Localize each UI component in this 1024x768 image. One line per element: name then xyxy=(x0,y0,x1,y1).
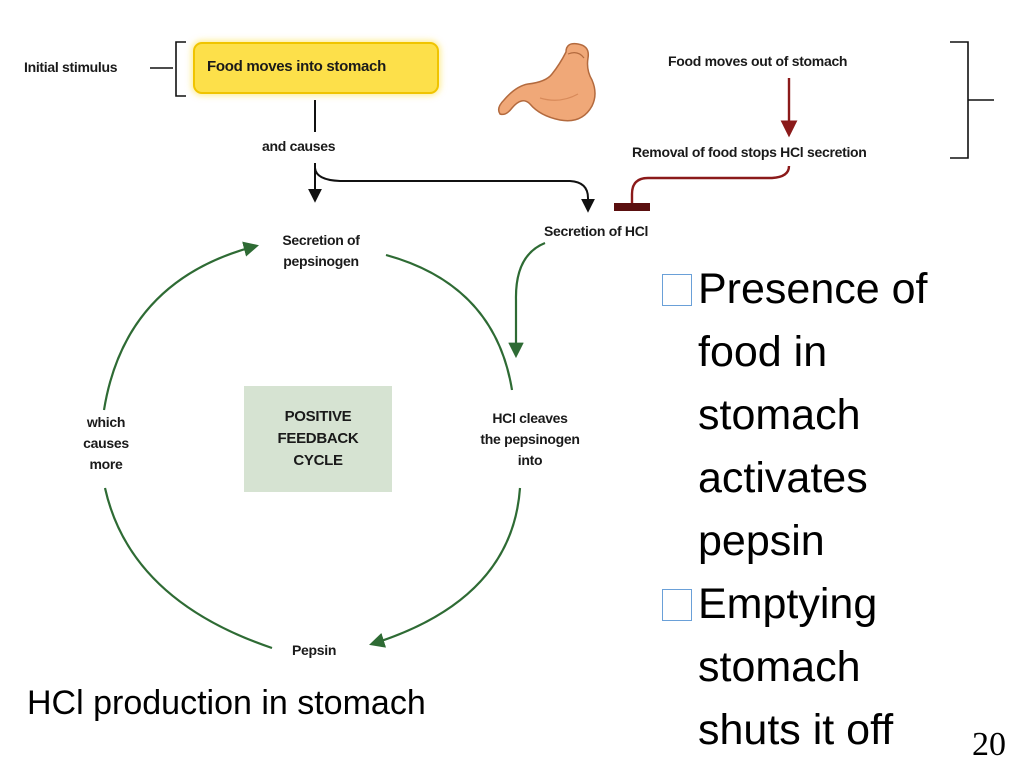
feedback-cycle-arrows xyxy=(102,241,546,650)
stimulus-flow xyxy=(308,100,595,213)
stimulus-box xyxy=(193,42,439,94)
stimulus-label: Food moves into stomach xyxy=(207,58,386,75)
and-causes-label: and causes xyxy=(262,138,336,154)
bullet-item: Presence of food in stomach activates pe… xyxy=(660,258,990,573)
secretion-pepsinogen-label: Secretion of pepsinogen xyxy=(282,232,360,269)
bullet-box-icon xyxy=(662,274,692,306)
bullet-item: Emptying stomach shuts it off xyxy=(660,573,990,762)
pepsin-label: Pepsin xyxy=(292,642,337,658)
stomach-icon xyxy=(497,42,596,122)
inhibition-flow xyxy=(630,78,798,203)
removal-label: Removal of food stops HCl secretion xyxy=(632,144,867,160)
figure-caption: HCl production in stomach xyxy=(27,684,426,722)
secretion-hcl-label: Secretion of HCl xyxy=(544,223,649,239)
stimulus-bracket xyxy=(150,41,186,97)
food-out-label: Food moves out of stomach xyxy=(668,53,848,69)
which-causes-more-label: which causes more xyxy=(83,414,129,472)
right-bracket xyxy=(950,41,994,159)
bullet-list: Presence of food in stomach activates pe… xyxy=(660,258,990,762)
positive-feedback-box xyxy=(244,386,392,492)
initial-stimulus-label: Initial stimulus xyxy=(24,59,118,75)
positive-feedback-label: POSITIVE FEEDBACK CYCLE xyxy=(277,408,359,469)
page-number: 20 xyxy=(972,726,1006,763)
hcl-cleaves-label: HCl cleaves the pepsinogen into xyxy=(480,410,580,468)
inhibition-bar xyxy=(614,203,650,211)
bullet-box-icon xyxy=(662,589,692,621)
